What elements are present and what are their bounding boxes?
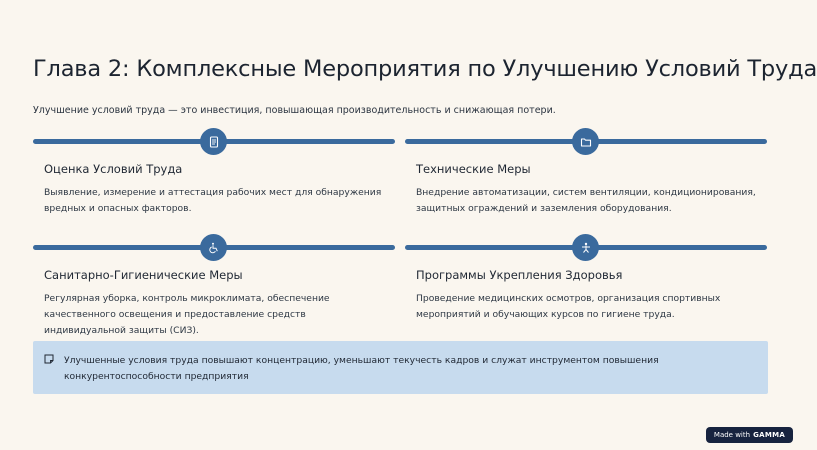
- card-heading: Оценка Условий Труда: [44, 162, 183, 176]
- person-icon: [581, 242, 590, 253]
- document-icon: [209, 135, 218, 148]
- card-icon-badge: [572, 234, 599, 261]
- gamma-brand: GAMMA: [753, 431, 786, 439]
- card-heading: Технические Меры: [416, 162, 531, 176]
- folder-icon: [580, 137, 591, 147]
- card-heading: Программы Укрепления Здоровья: [416, 268, 623, 282]
- accessibility-icon: [208, 242, 218, 253]
- callout-text: Улучшенные условия труда повышают концен…: [64, 355, 659, 382]
- card-heading: Санитарно-Гигиенические Меры: [44, 268, 243, 282]
- card-icon-badge: [200, 234, 227, 261]
- slide-title: Глава 2: Комплексные Мероприятия по Улуч…: [33, 56, 817, 82]
- card-description: Внедрение автоматизации, систем вентиляц…: [416, 187, 756, 214]
- card-icon-badge: [572, 128, 599, 155]
- note-icon: [44, 354, 54, 364]
- card-description: Выявление, измерение и аттестация рабочи…: [44, 187, 382, 214]
- card-description: Проведение медицинских осмотров, организ…: [416, 293, 721, 320]
- made-with-label: Made with: [713, 431, 751, 439]
- callout-note: Улучшенные условия труда повышают концен…: [33, 341, 768, 394]
- card-icon-badge: [200, 128, 227, 155]
- slide-subtitle: Улучшение условий труда — это инвестиция…: [33, 105, 556, 116]
- card-description: Регулярная уборка, контроль микроклимата…: [44, 293, 330, 336]
